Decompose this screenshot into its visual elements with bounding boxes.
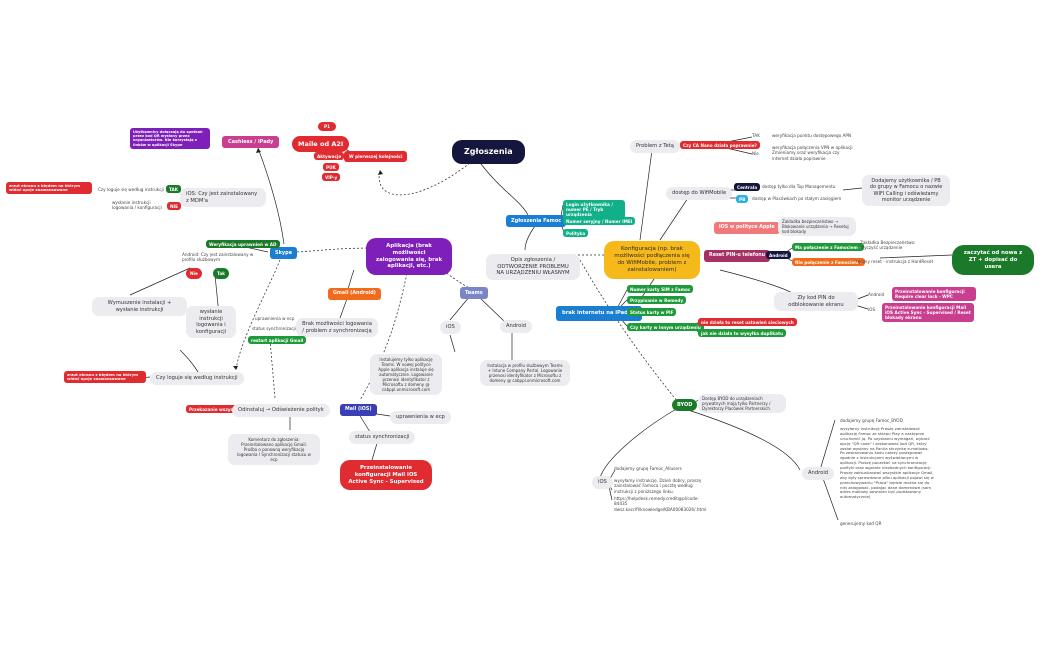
gmail-odinstaluj[interactable]: Odinstaluj → Odświeżenie polityk [232, 404, 330, 417]
ios-mdm-node[interactable]: iOS: Czy jest zainstalowany z MDM'a [180, 188, 266, 207]
teams-node[interactable]: Teams [460, 287, 488, 300]
reset-zaczytac: zaczytać od nowa z ZT + dopisać do usera [952, 245, 1034, 276]
byod-ios-3: https://helpdesk.remedy.credit@pl/code-8… [614, 496, 707, 512]
mail-ios-upr[interactable]: uprawnienia w ecp [390, 411, 451, 424]
ipad-reset: nie działa to reset ustawień sieciowych [698, 318, 797, 327]
gmail-komentarz: Komentarz do zgłoszenia: Przeinstalowano… [228, 434, 320, 465]
teza-nie-text: weryfikacja połączenia VPN w aplikacji Z… [772, 145, 853, 161]
byod-and-2: wysyłamy instrukcję Proszę zainstalować … [840, 426, 934, 500]
wifi-pb: PB [736, 195, 749, 204]
byod-ios-2: wysyłamy instrukcję. Dzień dobry, proszę… [614, 478, 702, 494]
byod-and-3: generujemy kod QR [840, 521, 882, 526]
pin-node[interactable]: Zły kod PIN do odblokowanie ekranu [774, 292, 858, 311]
reset-bez-famoc: Nie połączenie z Famociem - [792, 258, 865, 267]
skype-node[interactable]: Skype [270, 247, 298, 260]
reset-z-famoc: Ma połączenie z Famociem - [792, 243, 865, 252]
reset-android: Android [766, 251, 791, 260]
root-node[interactable]: Zgłoszenia [452, 140, 525, 164]
byod-android[interactable]: Android [802, 467, 835, 480]
mail-ios-node[interactable]: Mail (iOS) [340, 404, 377, 416]
wifi-centrala-text: dostęp tylko dla Top Managementu [762, 184, 836, 189]
skype-tak-tag: Tak [213, 268, 229, 280]
wyslanie-node[interactable]: wysłanie instrukcji logowania i konfigur… [186, 306, 236, 338]
reset-apple[interactable]: iOS w polityce Apple [714, 222, 780, 234]
reset-z-note: Zakładka Bezpieczeństwo: Wyczyść urządze… [860, 240, 916, 251]
cashless-node[interactable]: Cashless / iPady [222, 136, 280, 149]
ipad-pif: Status karty w PIF [627, 308, 677, 317]
ipad-node[interactable]: brak internetu na iPadzie [556, 306, 643, 321]
skype-nie-tag: Nie [186, 268, 202, 280]
gmail-brak-node[interactable]: Brak możliwości logowania / problem z sy… [296, 318, 378, 337]
ios-nie-tag: NIE [167, 202, 181, 211]
teza-nie: Nie [752, 151, 759, 156]
reset-bez-note: ręczny reset - instrukcja z HardReset [856, 259, 934, 264]
ios-error-note: zrzut ekranu z błędem na którym widać op… [6, 182, 92, 195]
wifi-dodajemy: Dodajemy użytkownika / PB do grupy w Fam… [862, 175, 950, 206]
puk-tag: PUK [323, 163, 339, 172]
aktywacje-tag: Aktywacje [314, 152, 345, 161]
mail-ios-status[interactable]: status synchronizacji [349, 431, 416, 444]
teams-android[interactable]: Android [500, 320, 533, 333]
teza-node[interactable]: Problem z Tetą [630, 140, 680, 153]
teza-tak: TAK [752, 133, 760, 138]
pin-ios: iOS [868, 307, 876, 312]
gmail-upr: uprawnienia w ecp [255, 316, 295, 321]
p1-tag: P1 [318, 122, 336, 132]
gmail-przekaz: Przekazanie wszystkich [186, 405, 248, 414]
pin-android: Android [868, 292, 885, 297]
teza-tak-text: weryfikacja punktu dostępowego APN [772, 133, 852, 138]
ipad-inne: Czy karty w innym urządzeniu [627, 323, 704, 332]
teams-ios-note: Instalujemy tylko aplikację Teams. W now… [370, 354, 442, 395]
priority-node: W pierwszej kolejności [344, 151, 408, 163]
apps-node[interactable]: Aplikacja (brak możliwości zalogowania s… [366, 238, 452, 275]
czy-loguje-node[interactable]: Czy loguje się według instrukcji [150, 372, 244, 385]
gmail-restart: restart aplikacji Gmail [248, 336, 307, 345]
famoc-login: Login użytkownika / numer PE / Tryb urzą… [563, 200, 625, 219]
byod-ios-1: dodajemy grupę Famoc_Allusers [614, 466, 682, 471]
mail-ios-reinstall: Przeinstalowanie konfiguracji Mail iOS A… [340, 460, 432, 491]
android-profile-q: Android: Czy jest zainstalowany w profil… [182, 252, 254, 263]
cashless-note: Użytkownicy dołączają do spotkań przez k… [130, 128, 210, 149]
byod-note: Dostęp BYOD do urządzeniach prywatnych m… [698, 394, 786, 413]
pin-ios-note: Przeinstalowanie konfiguracji Mail iOS A… [882, 303, 974, 322]
konfig-node[interactable]: Konfiguracja (np. brak możliwości podłąc… [604, 241, 700, 279]
famoc-node[interactable]: Zgłoszenia Famoc [506, 215, 567, 228]
wifi-centrala: Centrala [734, 183, 761, 192]
ipad-sim: Numer karty SIM z Famoc [627, 285, 694, 294]
ipad-duplikat: jak nie działa to wysyłka duplikatu [698, 329, 786, 338]
a2i-node[interactable]: Maile od A2I [292, 136, 350, 153]
skype-error-note: zrzut ekranu z błędem na którym widać op… [64, 371, 146, 384]
ios-nie-text: wysłanie instrukcji logowania / konfigur… [112, 200, 162, 211]
wifi-pb-text: dostęp w Placówkach po stałym zasięgiem [752, 196, 842, 201]
opis-node[interactable]: Opis zgłoszenia / ODTWORZENIE PROBLEMU N… [486, 254, 580, 280]
byod-ios[interactable]: iOS [592, 476, 613, 489]
teza-question: Czy CA Nano działa poprawnie? [680, 141, 760, 150]
ipad-remedy: Przypisanie w Remedy [627, 296, 687, 305]
wymuszenie-node[interactable]: Wymuszenie instalacji + wysłanie instruk… [92, 297, 187, 316]
pin-android-note: Przeinstalowanie konfiguracji Require cl… [892, 287, 976, 301]
byod-node[interactable]: BYOD [672, 399, 698, 412]
wifi-node[interactable]: dostęp do WifiMobile [666, 187, 733, 200]
famoc-serial: Numer seryjny / Numer IMEI [563, 217, 636, 226]
teams-android-note: Instalacja w profilu służbowym Teams + I… [480, 360, 570, 386]
teams-ios[interactable]: iOS [440, 321, 461, 334]
vip-tag: VIP-y [322, 173, 341, 182]
ios-tak-tag: TAK [166, 185, 182, 194]
gmail-status: status synchronizacji [252, 326, 296, 331]
verify-ad-node: Weryfikacja uprawnień w AD [206, 240, 280, 249]
reset-node[interactable]: Reset PIN-u telefonu [704, 250, 771, 262]
byod-and-1: dodajemy grupę Famoc_BYOD [840, 418, 903, 423]
gmail-node[interactable]: Gmail (Android) [328, 288, 381, 300]
famoc-policy: Polityka [563, 229, 589, 238]
reset-apple-note: Zakładka bezpieczeństwo → Blokowanie urz… [778, 217, 856, 236]
ios-tak-text: Czy loguje się według instrukcji [98, 187, 164, 192]
